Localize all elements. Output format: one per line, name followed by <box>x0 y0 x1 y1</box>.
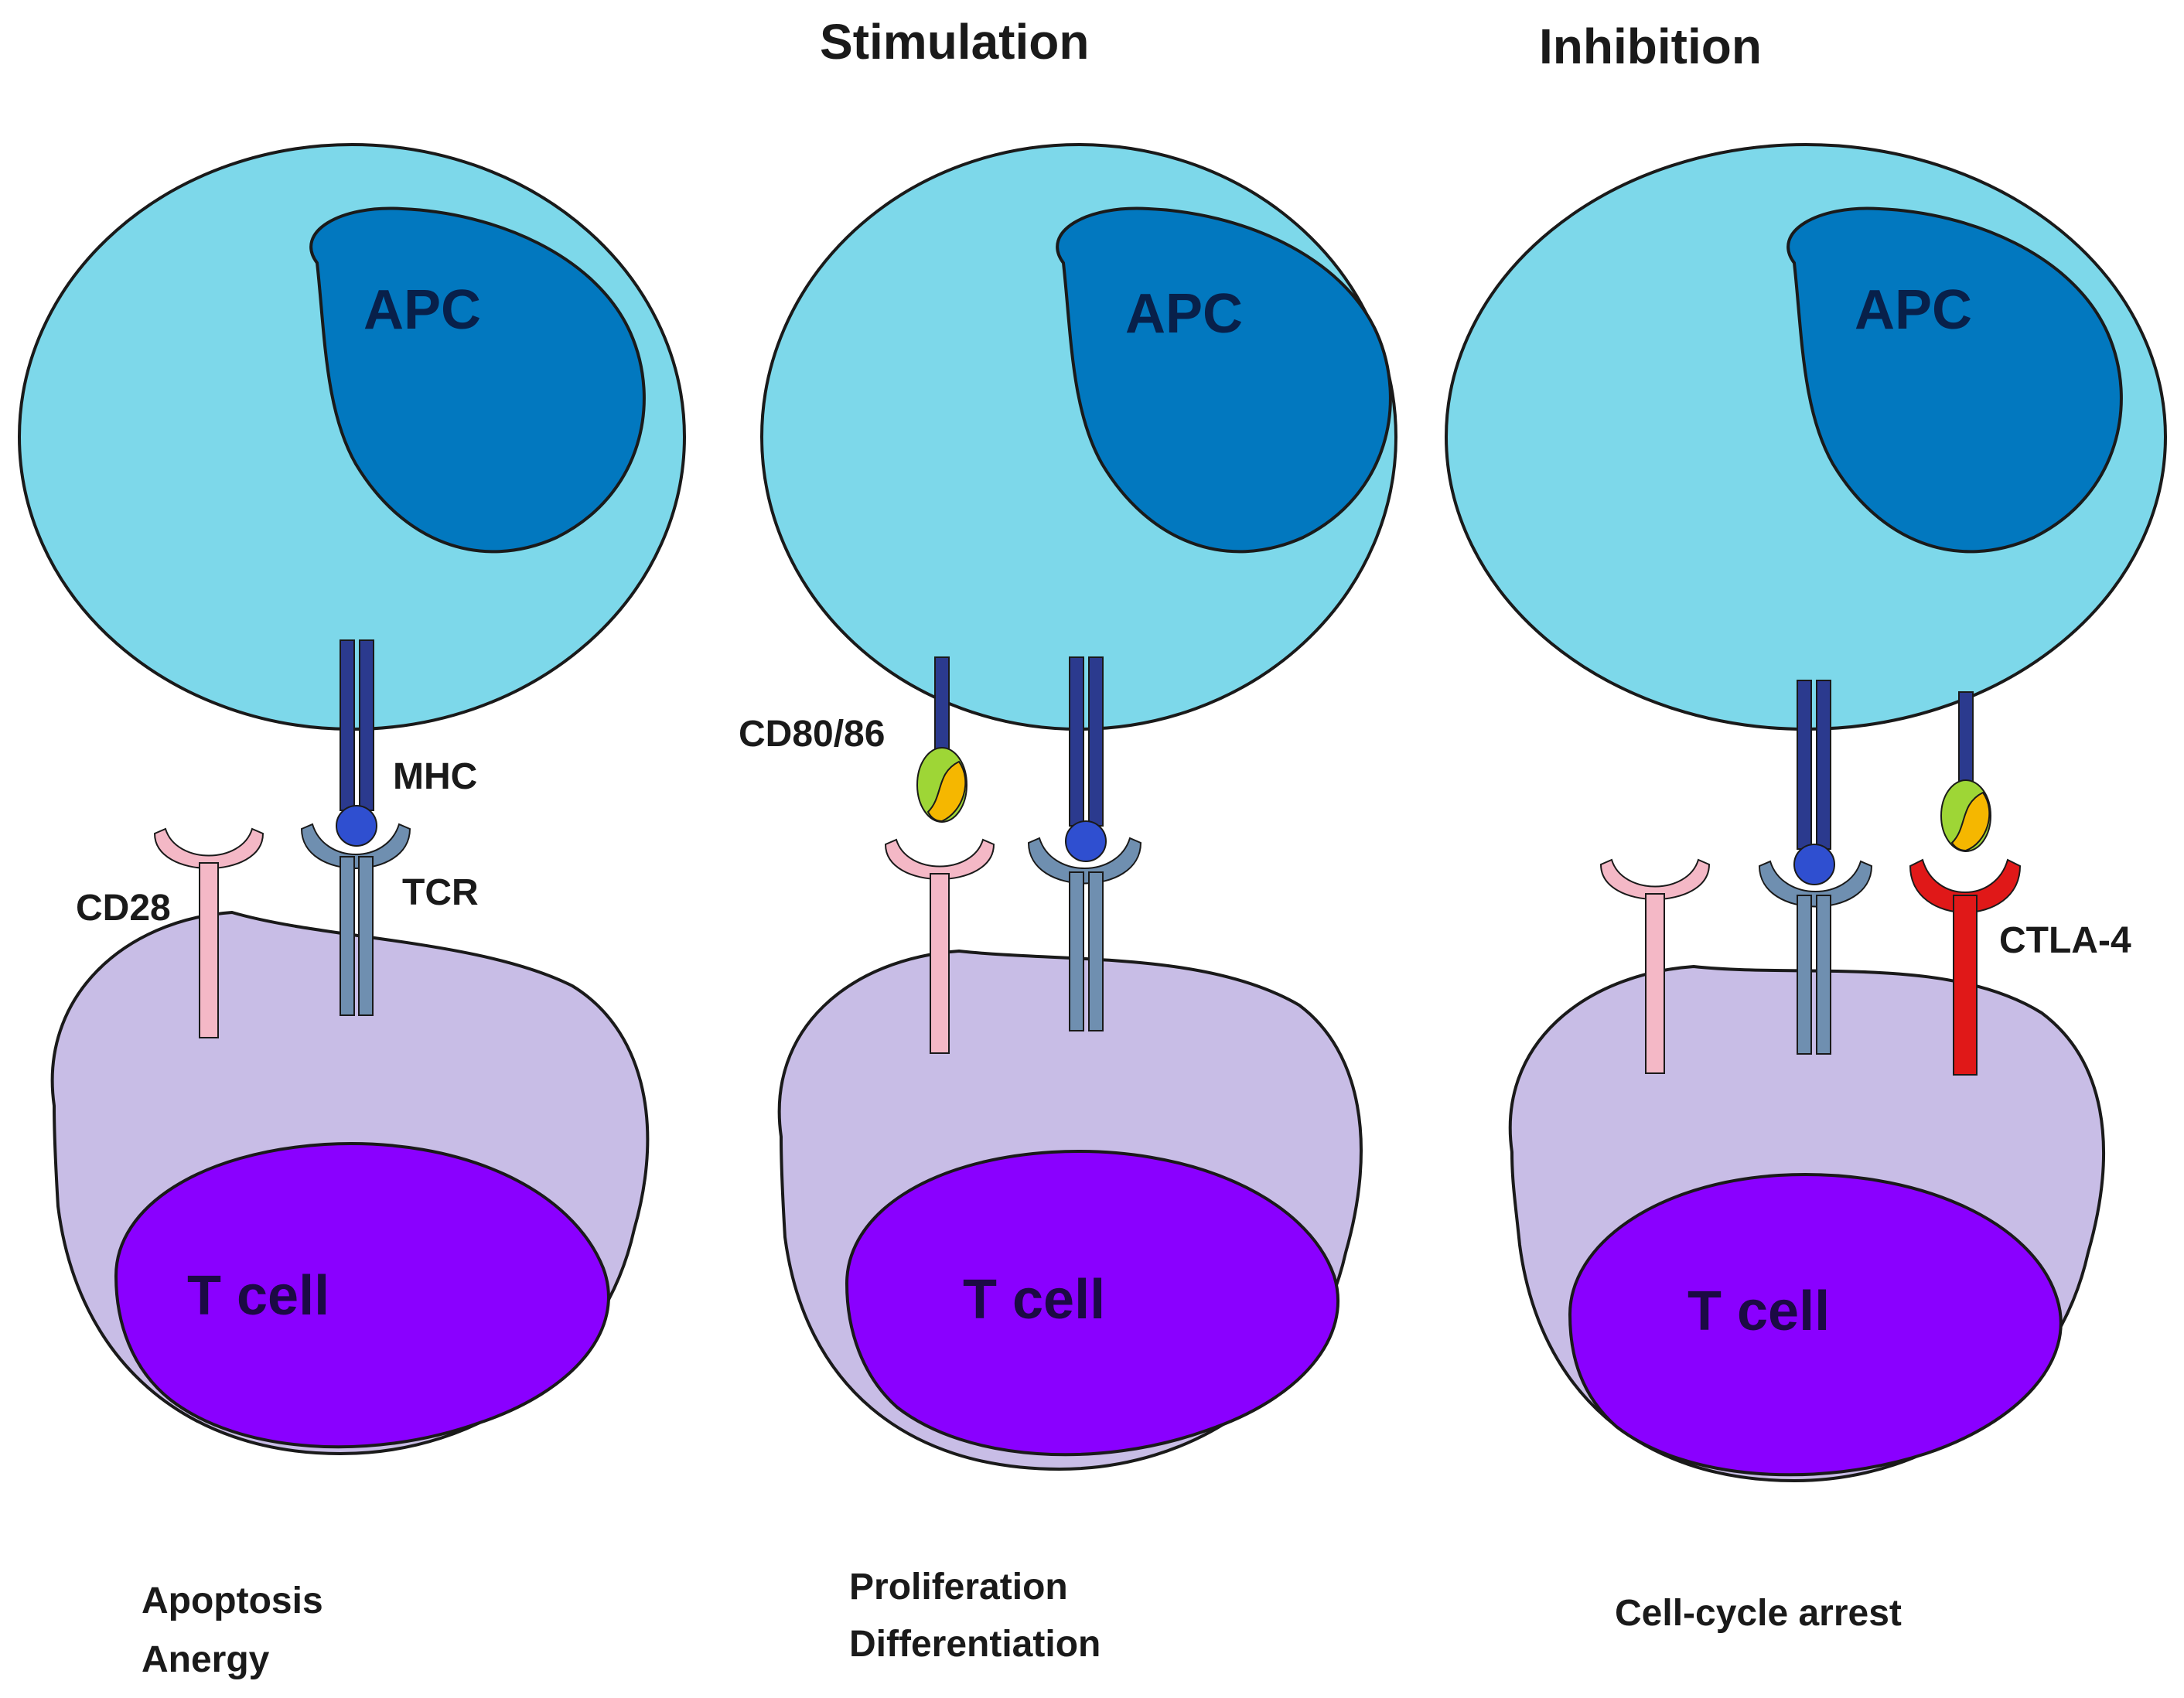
peptide <box>1065 820 1107 862</box>
cd80-86-label: CD80/86 <box>739 714 885 755</box>
outcome-line-2: Anergy <box>142 1639 270 1680</box>
cd80-86-ligand <box>916 656 967 823</box>
apc-label: APC <box>1855 279 1972 341</box>
mhc-molecule <box>1793 680 1835 885</box>
apc-nucleus <box>309 206 646 554</box>
t-nucleus <box>114 1142 610 1449</box>
outcome-line-1: Proliferation <box>849 1567 1068 1608</box>
panel-title-stimulation: Stimulation <box>820 14 1089 70</box>
panel-3: Inhibition APC T cell <box>1445 19 2167 1634</box>
outcome-line-2: Differentiation <box>849 1624 1101 1665</box>
cd80-86-ligand <box>1940 691 1991 852</box>
t-nucleus <box>1568 1173 2063 1477</box>
tcr-label: TCR <box>402 872 479 913</box>
cd28-receptor <box>1599 858 1711 1074</box>
tcr-receptor <box>1027 837 1142 1031</box>
mhc-molecule <box>1065 656 1107 862</box>
panel-2: Stimulation APC T cell CD80 <box>739 14 1397 1665</box>
peptide <box>336 805 377 847</box>
peptide <box>1793 844 1835 885</box>
apc-nucleus <box>1056 206 1392 554</box>
ctla4-label: CTLA-4 <box>1999 920 2131 961</box>
ctla4-receptor <box>1909 858 2022 1076</box>
cd28-label: CD28 <box>76 888 171 929</box>
cd28-receptor <box>153 827 264 1038</box>
apc-label: APC <box>1125 283 1243 345</box>
outcome-line-1: Apoptosis <box>142 1580 323 1621</box>
apc-label: APC <box>363 279 481 341</box>
tcr-receptor <box>300 823 411 1016</box>
cd28-receptor <box>884 838 995 1054</box>
t-cell-label: T cell <box>187 1265 329 1327</box>
t-cell-label: T cell <box>1687 1280 1830 1342</box>
t-nucleus <box>845 1150 1339 1457</box>
tcr-receptor <box>1758 860 1873 1055</box>
panel-1: APC T cell MHC TCR CD28 Apoptosis Anergy <box>18 143 686 1680</box>
mhc-label: MHC <box>393 756 477 797</box>
apc-nucleus <box>1786 206 2123 554</box>
t-cell-label: T cell <box>963 1269 1105 1331</box>
outcome-line-1: Cell-cycle arrest <box>1615 1593 1902 1634</box>
mhc-molecule <box>336 639 377 847</box>
panel-title-inhibition: Inhibition <box>1539 19 1762 74</box>
